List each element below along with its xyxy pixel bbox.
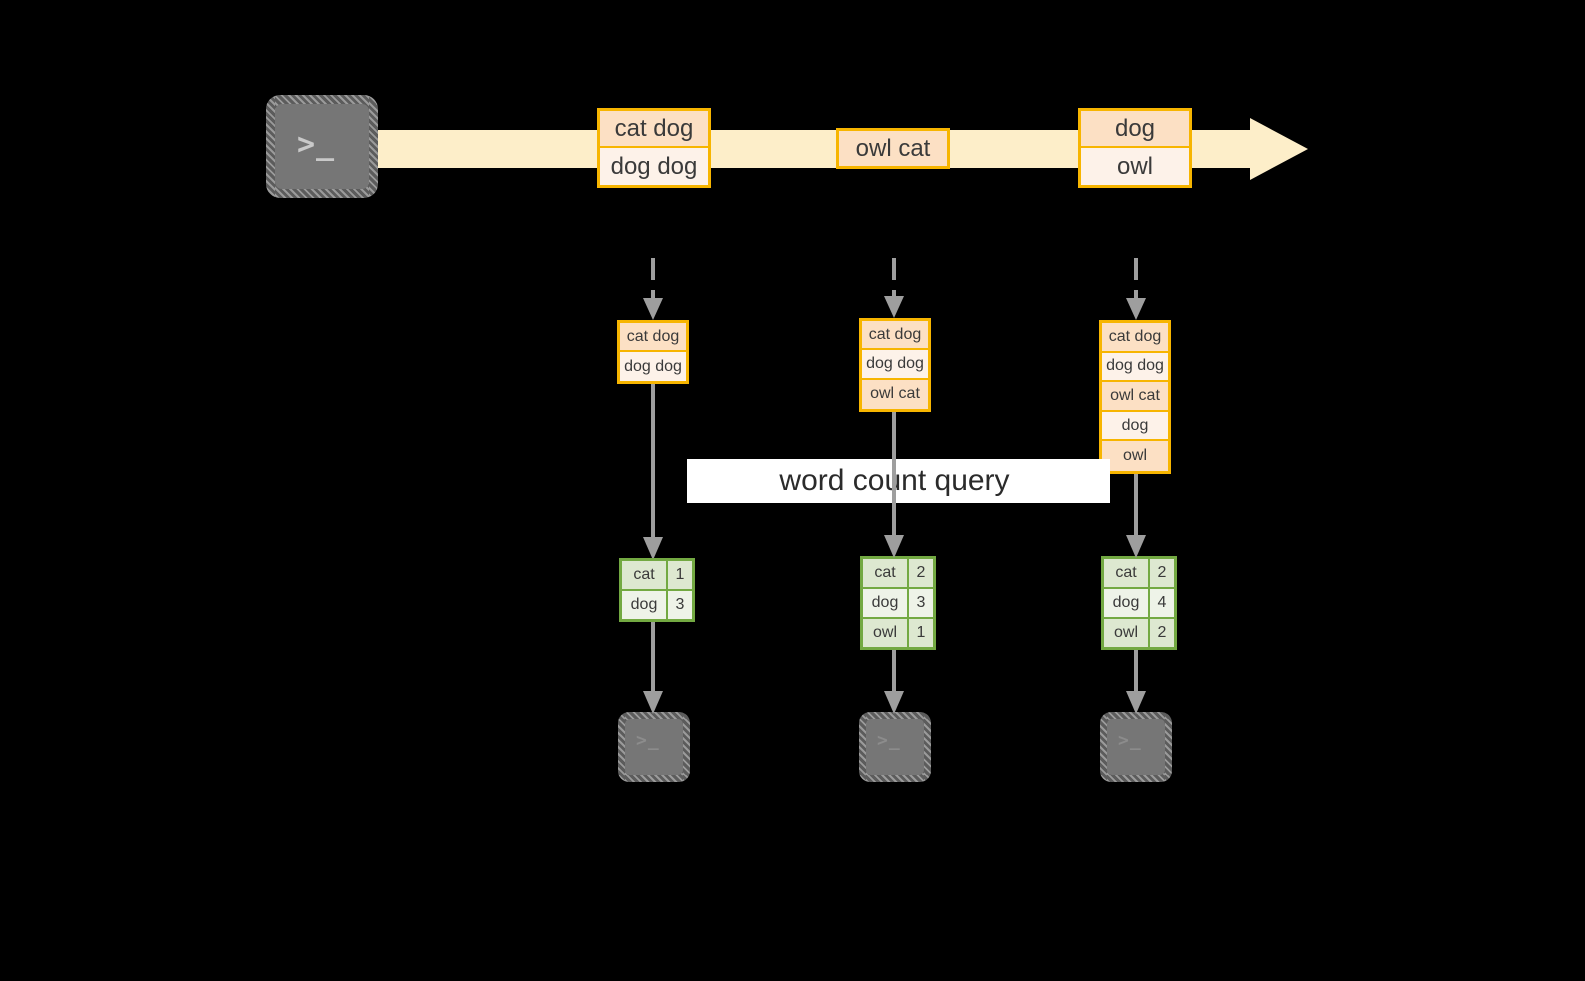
count-word: cat bbox=[622, 561, 668, 589]
count-row: owl 1 bbox=[863, 619, 933, 647]
count-row: cat 2 bbox=[863, 559, 933, 589]
accumulated-records-column-2: cat dog dog dog owl cat bbox=[859, 318, 931, 412]
terminal-screen bbox=[1107, 719, 1165, 775]
dashed-connector-column-1 bbox=[639, 258, 667, 324]
count-value: 4 bbox=[1150, 589, 1174, 617]
terminal-screen bbox=[866, 719, 924, 775]
record-cell: dog dog bbox=[1102, 352, 1168, 383]
record-cell: owl cat bbox=[862, 379, 928, 409]
stream-batch-2: owl cat bbox=[836, 128, 950, 169]
count-row: dog 3 bbox=[622, 591, 692, 619]
record-cell: owl cat bbox=[1102, 382, 1168, 412]
record-cell: owl cat bbox=[839, 131, 947, 166]
count-value: 1 bbox=[909, 619, 933, 647]
source-terminal-icon: >_ bbox=[266, 95, 378, 198]
count-row: dog 4 bbox=[1104, 589, 1174, 619]
record-cell: cat dog bbox=[1102, 323, 1168, 353]
count-value: 2 bbox=[1150, 559, 1174, 587]
terminal-screen bbox=[275, 104, 369, 189]
query-connector-column-2 bbox=[880, 412, 908, 560]
sink-connector-column-1 bbox=[639, 620, 667, 716]
count-table-column-2: cat 2 dog 3 owl 1 bbox=[860, 556, 936, 650]
count-word: dog bbox=[863, 589, 909, 617]
accumulated-records-column-3: cat dog dog dog owl cat dog owl bbox=[1099, 320, 1171, 474]
sink-terminal-icon-column-2: >_ bbox=[859, 712, 931, 782]
record-cell: owl bbox=[1102, 441, 1168, 472]
dashed-connector-column-3 bbox=[1122, 258, 1150, 324]
count-value: 2 bbox=[1150, 619, 1174, 647]
sink-connector-column-3 bbox=[1122, 648, 1150, 716]
record-cell: dog dog bbox=[600, 148, 708, 185]
count-row: owl 2 bbox=[1104, 619, 1174, 647]
sink-connector-column-2 bbox=[880, 648, 908, 716]
count-word: cat bbox=[863, 559, 909, 587]
count-table-column-3: cat 2 dog 4 owl 2 bbox=[1101, 556, 1177, 650]
sink-terminal-icon-column-3: >_ bbox=[1100, 712, 1172, 782]
count-value: 2 bbox=[909, 559, 933, 587]
stream-batch-3: dog owl bbox=[1078, 108, 1192, 188]
sink-terminal-icon-column-1: >_ bbox=[618, 712, 690, 782]
record-cell: dog bbox=[1081, 111, 1189, 149]
record-cell: cat dog bbox=[620, 323, 686, 353]
count-value: 1 bbox=[668, 561, 692, 589]
count-table-column-1: cat 1 dog 3 bbox=[619, 558, 695, 622]
count-word: dog bbox=[622, 591, 668, 619]
count-word: owl bbox=[1104, 619, 1150, 647]
count-row: cat 2 bbox=[1104, 559, 1174, 589]
record-cell: dog dog bbox=[862, 350, 928, 380]
stream-batch-1: cat dog dog dog bbox=[597, 108, 711, 188]
terminal-prompt-glyph: >_ bbox=[1118, 730, 1142, 751]
count-word: cat bbox=[1104, 559, 1150, 587]
count-value: 3 bbox=[909, 589, 933, 617]
query-connector-column-3 bbox=[1122, 474, 1150, 560]
count-row: dog 3 bbox=[863, 589, 933, 619]
record-cell: dog dog bbox=[620, 352, 686, 381]
record-cell: owl bbox=[1081, 148, 1189, 185]
terminal-screen bbox=[625, 719, 683, 775]
terminal-prompt-glyph: >_ bbox=[877, 730, 901, 751]
count-word: owl bbox=[863, 619, 909, 647]
terminal-prompt-glyph: >_ bbox=[636, 730, 660, 751]
query-label-band: word count query bbox=[687, 459, 1110, 503]
query-connector-column-1 bbox=[639, 384, 667, 562]
count-row: cat 1 bbox=[622, 561, 692, 591]
terminal-prompt-glyph: >_ bbox=[297, 127, 336, 162]
count-value: 3 bbox=[668, 591, 692, 619]
dashed-connector-column-2 bbox=[880, 258, 908, 324]
record-cell: cat dog bbox=[600, 111, 708, 149]
count-word: dog bbox=[1104, 589, 1150, 617]
record-cell: dog bbox=[1102, 411, 1168, 442]
accumulated-records-column-1: cat dog dog dog bbox=[617, 320, 689, 384]
record-cell: cat dog bbox=[862, 321, 928, 351]
